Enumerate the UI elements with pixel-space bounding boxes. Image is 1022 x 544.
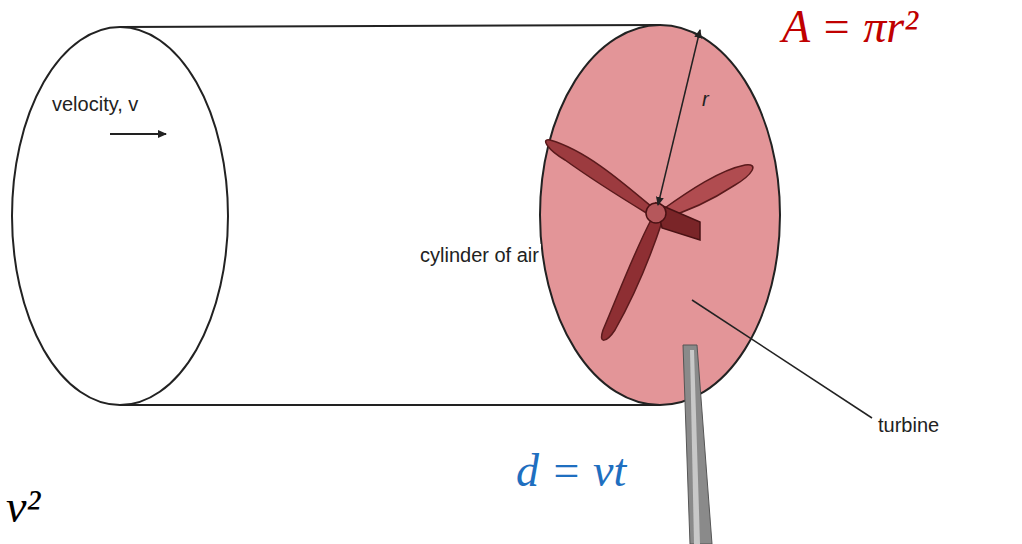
leader-line: [692, 300, 872, 418]
turbine-hub: [646, 203, 666, 223]
turbine-tower: [683, 345, 712, 544]
swept-area: [540, 25, 780, 405]
turbine-blade: [546, 140, 652, 214]
radius-label: r: [700, 88, 711, 110]
velocity-arrow: [110, 133, 166, 135]
turbine-blade: [662, 165, 753, 218]
flow-label: velocity, v: [52, 93, 138, 115]
cylinder-left-end: [12, 27, 228, 405]
distance-formula: d = vt: [516, 446, 626, 497]
part-label: turbine: [876, 414, 941, 436]
turbine-blade: [602, 218, 662, 340]
cylinder-top-edge: [120, 25, 660, 27]
velocity-squared: v²: [6, 482, 40, 533]
area-formula: A = πr²: [782, 2, 918, 53]
part-label: cylinder of air: [418, 244, 541, 266]
radius-arrow: [658, 30, 700, 205]
cylinder-end-region: velocity, v: [12, 27, 228, 405]
cylinder-bottom-edge: [120, 404, 660, 406]
tower-highlight: [690, 350, 700, 544]
